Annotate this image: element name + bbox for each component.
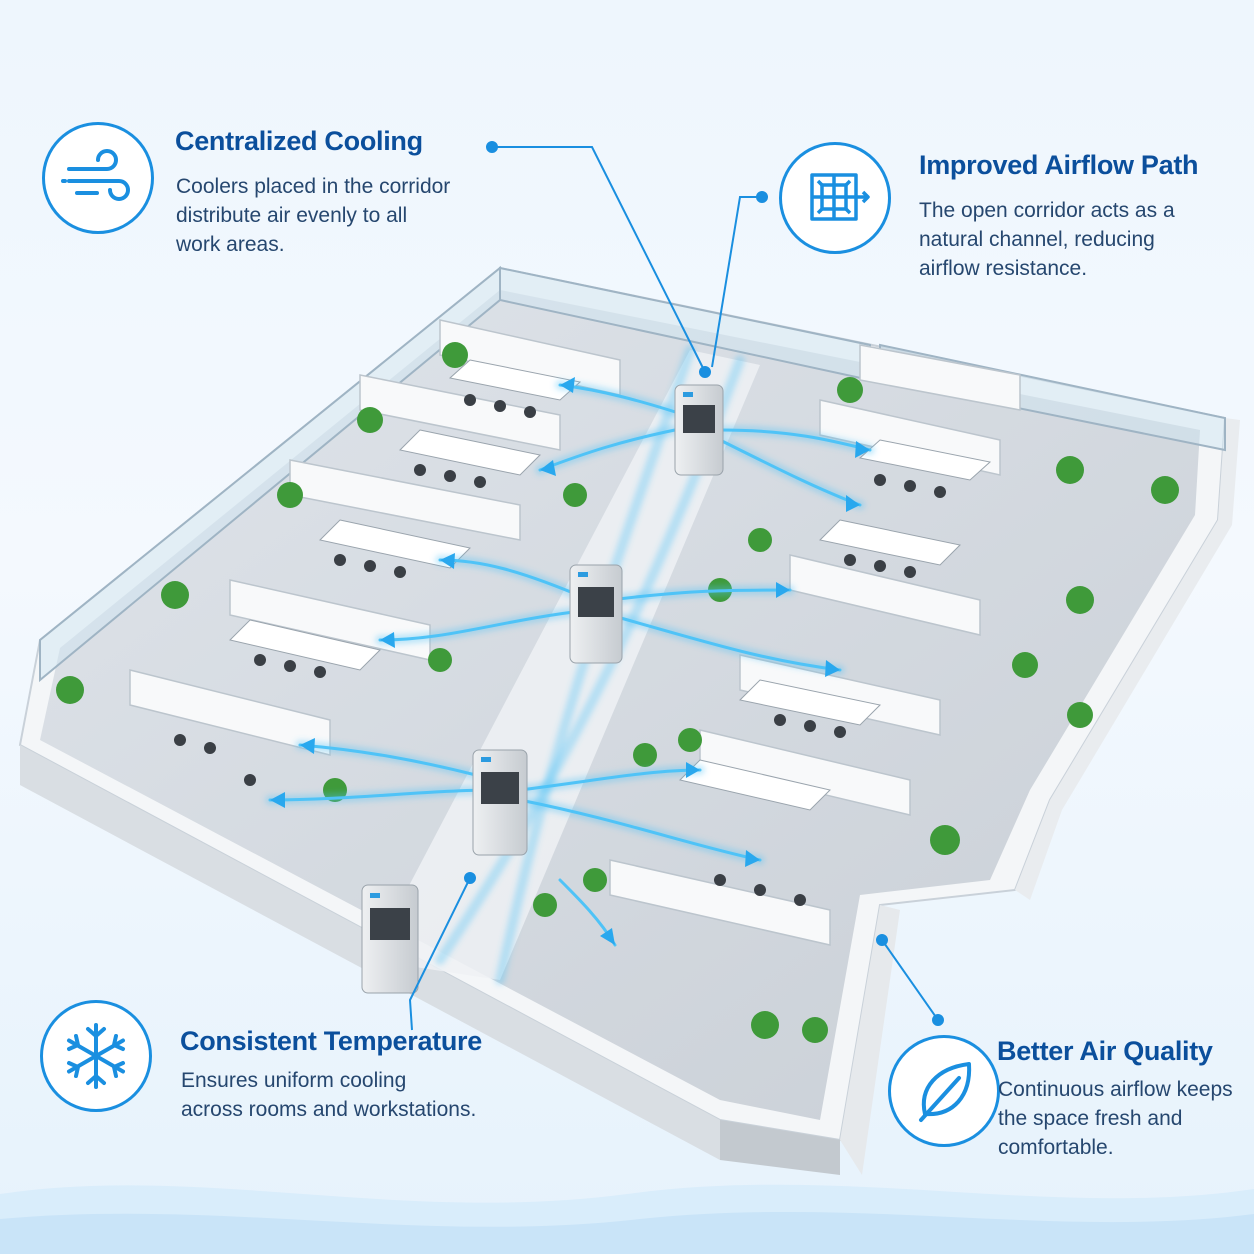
air-cooler <box>569 564 623 664</box>
right-offices <box>609 344 1021 946</box>
callout-title: Consistent Temperature <box>180 1026 482 1056</box>
air-cooler <box>472 749 528 856</box>
desks <box>229 359 992 811</box>
airflow-path-icon <box>779 142 891 254</box>
callout-description: Ensures uniform cooling across rooms and… <box>181 1069 477 1121</box>
callout-title: Centralized Cooling <box>175 126 423 156</box>
left-offices <box>129 319 621 756</box>
office-chairs <box>174 394 946 906</box>
air-cooler <box>361 884 419 994</box>
snowflake-icon <box>40 1000 152 1112</box>
central-corridor <box>370 350 760 980</box>
leaf-icon <box>888 1035 1000 1147</box>
wind-icon <box>42 122 154 234</box>
callout-description: The open corridor acts as a natural chan… <box>919 199 1175 280</box>
background-wave <box>0 1184 1254 1254</box>
airflow-streams <box>265 345 875 985</box>
leader-lines <box>408 141 944 1031</box>
potted-plants <box>56 342 1179 1043</box>
air-cooler <box>674 384 724 476</box>
callout-description: Continuous airflow keeps the space fresh… <box>998 1078 1233 1159</box>
callout-title: Improved Airflow Path <box>919 150 1199 180</box>
callout-description: Coolers placed in the corridor distribut… <box>176 175 451 256</box>
callout-title: Better Air Quality <box>997 1036 1213 1066</box>
